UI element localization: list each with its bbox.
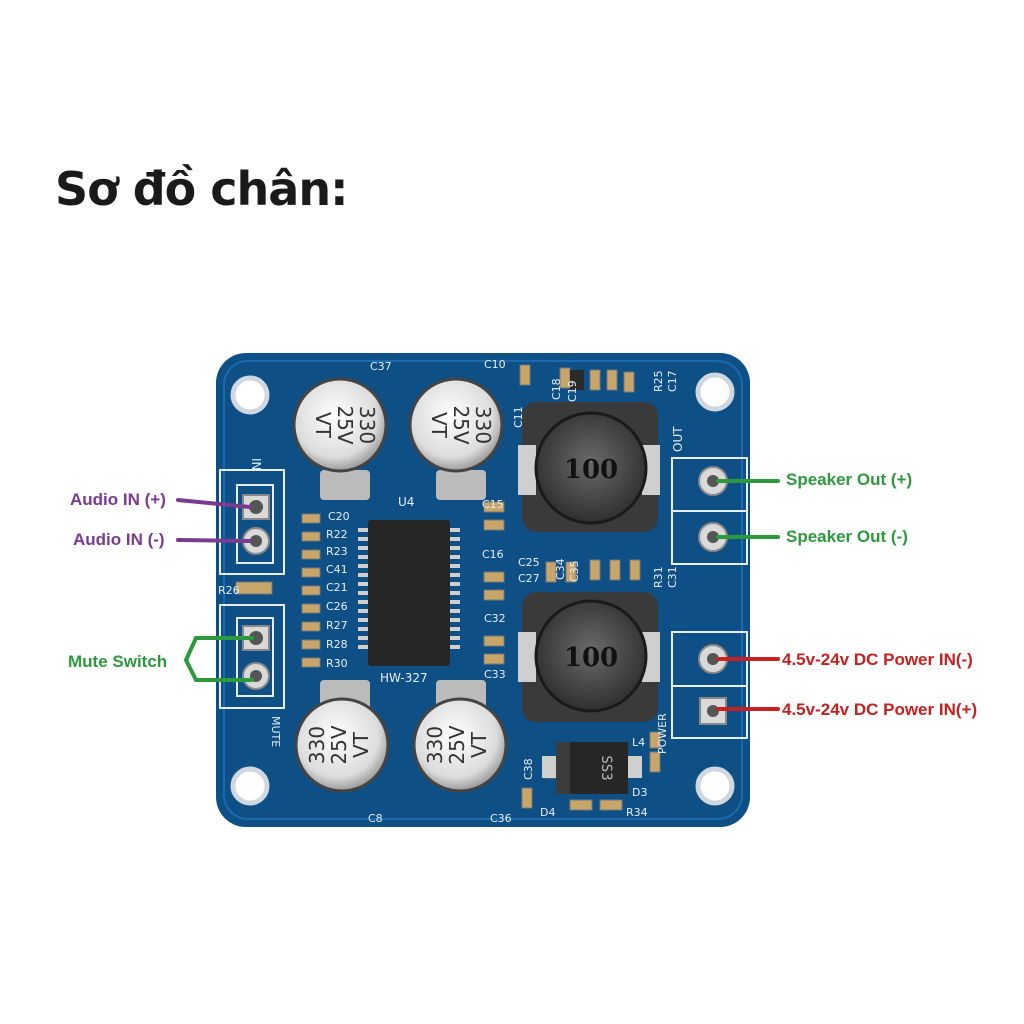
silk-ref-c11: C11 (512, 406, 525, 428)
power-header (671, 631, 748, 739)
silk-ref-r26: R26 (218, 584, 240, 597)
cap-text-4a: 330 (423, 726, 447, 764)
leader-mute-switch (183, 636, 254, 682)
mounting-holes (230, 372, 735, 806)
diode: SS3 (542, 742, 642, 794)
silk-ref-d4: D4 (540, 806, 555, 819)
inductor-bottom: 100 (518, 592, 660, 722)
label-speaker-out-plus: Speaker Out (+) (786, 470, 913, 489)
capacitor-bottom-left (294, 680, 390, 793)
silk-in: IN (249, 458, 263, 471)
silk-ref-r25: R25 (652, 370, 665, 392)
cap-text-1c: VT (311, 412, 335, 439)
silk-ref-c35: C35 (568, 560, 581, 582)
cap-text-3b: 25V (327, 725, 351, 764)
inductor-top-value: 100 (564, 455, 618, 485)
mute-header (219, 604, 285, 709)
silk-ref-c20: C20 (328, 510, 350, 523)
right-pins (698, 466, 728, 725)
capacitor-bottom-right (412, 680, 508, 793)
silk-ref-c41: C41 (326, 563, 348, 576)
silk-ref-c10: C10 (484, 358, 506, 371)
silk-ref-r31: R31 (652, 566, 665, 588)
silk-ref-c19: C19 (566, 380, 579, 402)
silk-ref-c17: C17 (666, 370, 679, 392)
silk-ref-c18: C18 (550, 378, 563, 400)
silk-ref-c37: C37 (370, 360, 392, 373)
label-mute-switch: Mute Switch (68, 652, 168, 671)
silk-out: OUT (671, 426, 685, 452)
label-audio-in-minus: Audio IN (-) (73, 530, 165, 549)
silk-ref-c33: C33 (484, 668, 506, 681)
silk-mute: MUTE (269, 716, 282, 747)
leader-audio-in-minus (176, 538, 252, 543)
cap-text-3c: VT (349, 731, 373, 758)
silk-ref-c38: C38 (522, 758, 535, 780)
silk-ref-r28: R28 (326, 638, 348, 651)
cap-text-1a: 330 (355, 406, 379, 444)
silk-ic-ref: U4 (398, 495, 414, 509)
silk-ref-c36: C36 (490, 812, 512, 825)
silk-ref-c21: C21 (326, 581, 348, 594)
cap-text-2c: VT (427, 412, 451, 439)
label-power-in-plus: 4.5v-24v DC Power IN(+) (782, 700, 978, 719)
silk-ref-r30: R30 (326, 657, 348, 670)
silk-ref-c26: C26 (326, 600, 348, 613)
silk-ref-c16: C16 (482, 548, 504, 561)
silk-ref-c27: C27 (518, 572, 540, 585)
silk-ref-r34: R34 (626, 806, 648, 819)
label-speaker-out-minus: Speaker Out (-) (786, 527, 908, 546)
leader-audio-in-plus (176, 498, 252, 509)
cap-text-2a: 330 (471, 406, 495, 444)
capacitor-top-right (408, 377, 504, 500)
cap-text-4c: VT (467, 731, 491, 758)
label-power-in-minus: 4.5v-24v DC Power IN(-) (782, 650, 973, 669)
silk-ref-r22: R22 (326, 528, 348, 541)
silk-ref-c25: C25 (518, 556, 540, 569)
cap-text-4b: 25V (445, 725, 469, 764)
audio-in-header (219, 469, 285, 575)
page-title: Sơ đồ chân: (55, 162, 348, 216)
capacitor-top-left (292, 377, 388, 500)
inductor-top: 100 (518, 402, 660, 532)
cap-text-1b: 25V (333, 405, 357, 444)
silk-ref-r27: R27 (326, 619, 348, 632)
silk-ref-c8: C8 (368, 812, 383, 825)
inductor-bottom-value: 100 (564, 643, 618, 673)
cap-text-2b: 25V (449, 405, 473, 444)
smd-components (235, 364, 661, 811)
left-pins (242, 494, 270, 690)
diode-text: SS3 (598, 755, 614, 780)
silk-ref-c34: C34 (554, 558, 567, 580)
silk-ref-l4: L4 (632, 736, 645, 749)
speaker-out-header (671, 457, 748, 565)
cap-text-3a: 330 (305, 726, 329, 764)
silk-ref-c15: C15 (482, 498, 504, 511)
silk-ref-c32: C32 (484, 612, 506, 625)
label-audio-in-plus: Audio IN (+) (70, 490, 166, 509)
silk-board-name: HW-327 (380, 671, 428, 685)
silk-ref-c31: C31 (666, 566, 679, 588)
silk-ref-r23: R23 (326, 545, 348, 558)
amplifier-ic (358, 520, 460, 666)
silk-ref-d3: D3 (632, 786, 647, 799)
silk-power: POWER (656, 713, 669, 754)
